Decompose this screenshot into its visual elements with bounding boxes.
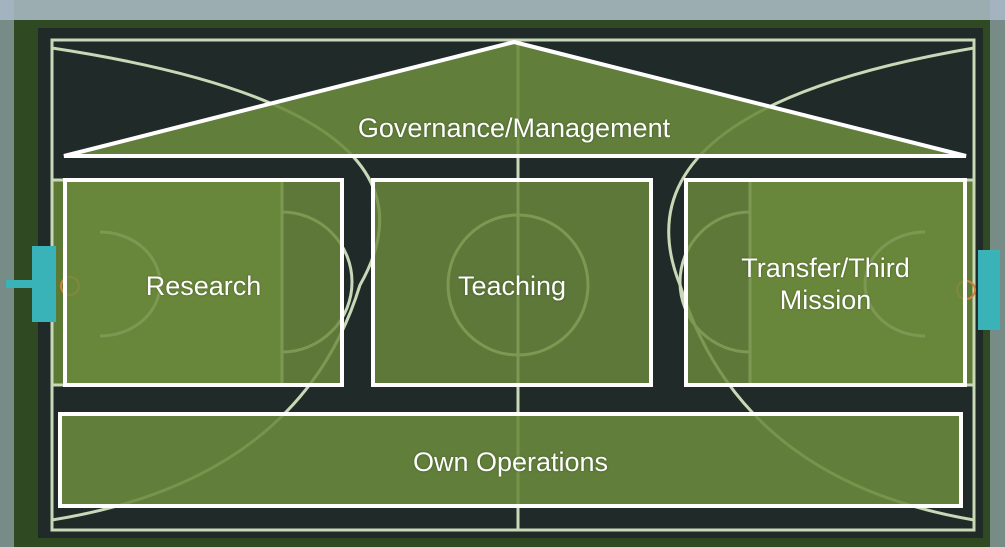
pillar-box-research [63, 178, 344, 387]
pillar-label-teaching: Teaching [457, 271, 567, 301]
pillar-box-teaching [371, 178, 653, 387]
pillar-box-transfer [684, 178, 967, 387]
pillar-label-research: Research [145, 271, 262, 301]
roof-triangle [63, 39, 967, 158]
foundation-box [58, 412, 963, 508]
right-backboard [978, 250, 1000, 330]
pillar-label-transfer: Transfer/Third Mission [741, 253, 910, 315]
roof-label: Governance/Management [357, 113, 671, 143]
foundation-label: Own Operations [412, 447, 609, 477]
